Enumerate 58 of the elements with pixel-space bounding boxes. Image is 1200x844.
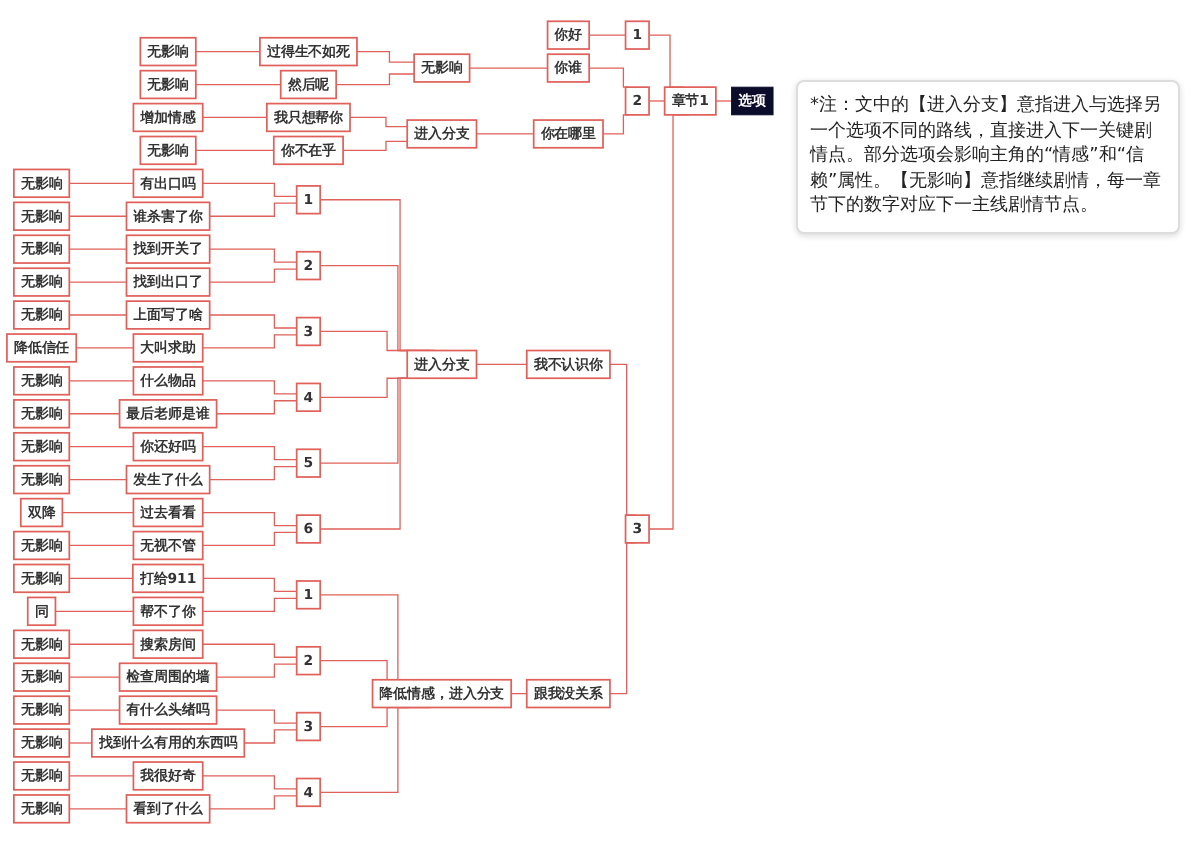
- connector: [54, 610, 135, 612]
- connector: [202, 531, 298, 547]
- connector: [68, 380, 135, 382]
- connector: [335, 73, 415, 86]
- connector: [68, 709, 121, 711]
- note-text: *注：文中的【进入分支】意指进入与选择另一个选项不同的路线，直接进入下一关键剧情点。部分选项会影响主角的“情感”和“信赖”属性。【无影响】意指继续剧情，每一章节下的数字对应下一主线剧情节点。: [796, 80, 1180, 234]
- connector: [319, 330, 411, 352]
- connector: [202, 182, 298, 197]
- connector: [202, 334, 298, 349]
- connector: [68, 544, 135, 547]
- connector: [68, 742, 93, 744]
- connector: [202, 643, 298, 658]
- connector: [209, 268, 298, 283]
- connector: [243, 729, 298, 744]
- connector: [588, 34, 627, 36]
- connector: [215, 400, 298, 415]
- connector: [215, 709, 298, 724]
- connector: [468, 67, 549, 69]
- connector: [68, 643, 135, 645]
- connector: [356, 50, 415, 63]
- connector: [75, 347, 135, 349]
- connector: [202, 380, 298, 395]
- connector: [202, 446, 298, 461]
- connector: [215, 663, 298, 678]
- connector: [68, 446, 135, 448]
- connector: [648, 100, 666, 102]
- connector: [195, 149, 275, 152]
- connector: [68, 215, 128, 217]
- connector: [209, 465, 298, 481]
- connector: [68, 478, 128, 481]
- connector: [68, 182, 135, 184]
- connector: [68, 676, 121, 678]
- connector: [588, 67, 630, 88]
- connector: [209, 795, 298, 810]
- connector: [602, 114, 630, 135]
- connector: [202, 775, 298, 790]
- connector: [202, 577, 298, 593]
- connector: [195, 50, 261, 53]
- connector: [195, 83, 282, 86]
- connector: [61, 511, 135, 514]
- connector: [342, 140, 408, 152]
- connector: [715, 100, 733, 102]
- connector: [68, 808, 128, 810]
- connector: [68, 413, 121, 415]
- connector: [202, 116, 268, 119]
- connector: [209, 314, 298, 329]
- connector: [68, 248, 128, 250]
- connector: [475, 133, 535, 135]
- connector: [202, 597, 298, 612]
- connector: [68, 281, 128, 283]
- connector: [68, 314, 128, 316]
- connector: [209, 202, 298, 217]
- connector: [475, 363, 528, 366]
- connector: [68, 775, 135, 777]
- connector: [68, 577, 134, 580]
- connector: [209, 248, 298, 263]
- connector: [202, 511, 298, 527]
- connector: [349, 116, 408, 128]
